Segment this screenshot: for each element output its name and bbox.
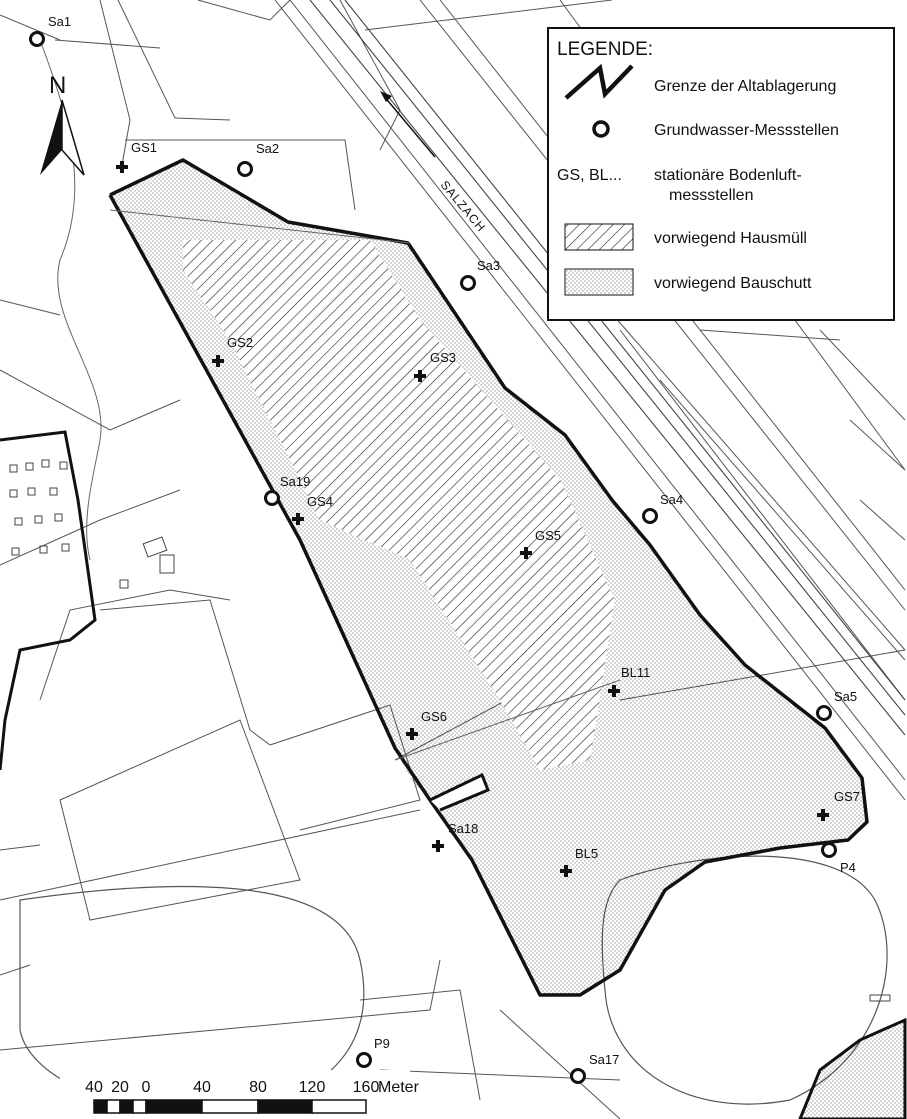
scale-segment <box>201 1099 259 1114</box>
well-label: Sa5 <box>834 689 857 704</box>
inner-divider <box>109 209 411 244</box>
scale-segment <box>311 1099 367 1114</box>
inner-divider-2 <box>394 679 621 761</box>
north-arrow: N <box>40 72 85 176</box>
scale-tick-label: 0 <box>142 1079 151 1096</box>
legend-label-boundary: Grenze der Altablagerung <box>654 78 836 95</box>
gas-station-gs2 <box>212 355 224 367</box>
village-buildings <box>9 459 891 1002</box>
well-labels: Sa1 Sa2 Sa3 Sa4 Sa5 Sa19 P4 P9 Sa17 <box>48 14 857 1067</box>
well-p9 <box>356 1052 372 1068</box>
bottom-right-area <box>798 1017 907 1119</box>
scale-segments <box>93 1099 367 1114</box>
legend-title: LEGENDE: <box>557 39 653 60</box>
altablagerung-boundary <box>108 158 869 997</box>
dots-swatch-icon <box>564 268 634 296</box>
well-markers <box>29 31 837 1084</box>
gas-station-markers <box>116 161 829 877</box>
well-sa17 <box>570 1068 586 1084</box>
river-label: SALZACH <box>438 178 489 235</box>
scale-tick-label: 40 <box>193 1079 211 1096</box>
scale-unit-label: Meter <box>378 1079 420 1096</box>
well-sa3 <box>460 275 476 291</box>
gas-station-labels: GS1 GS2 GS3 GS4 GS5 GS6 GS7 BL11 BL5 Sa1… <box>131 140 860 861</box>
gas-station-gs6 <box>406 728 418 740</box>
gas-station-label: GS3 <box>430 350 456 365</box>
well-sa2 <box>237 161 253 177</box>
well-label: Sa17 <box>589 1052 619 1067</box>
well-label: Sa19 <box>280 474 310 489</box>
scale-segment <box>145 1099 203 1114</box>
left-boundary-line <box>0 430 97 771</box>
scale-tick-label: 40 <box>85 1079 103 1096</box>
well-p4 <box>821 842 837 858</box>
gas-station-label: GS5 <box>535 528 561 543</box>
scale-segment <box>132 1099 147 1114</box>
scale-tick-label: 120 <box>299 1079 326 1096</box>
creek <box>39 39 102 561</box>
building-notch <box>429 772 490 812</box>
gas-station-label: GS4 <box>307 494 333 509</box>
legend-label-stations-2: messstellen <box>669 187 753 204</box>
legend-label-wells: Grundwasser-Messstellen <box>654 122 839 139</box>
well-label: P4 <box>840 860 856 875</box>
gas-station-bl11 <box>608 685 620 697</box>
gas-station-label: Sa18 <box>448 821 478 836</box>
scale-tick-label: 160 <box>353 1079 380 1096</box>
well-label: P9 <box>374 1036 390 1051</box>
flow-arrow-icon <box>382 94 436 158</box>
gas-station-sa18 <box>432 840 444 852</box>
well-sa5 <box>816 705 832 721</box>
well-label: Sa3 <box>477 258 500 273</box>
scale-tick-label: 20 <box>111 1079 129 1096</box>
gas-station-label: BL11 <box>621 665 650 680</box>
scale-segment <box>257 1099 313 1114</box>
legend-symbol-text: GS, BL... <box>557 167 622 184</box>
well-label: Sa4 <box>660 492 683 507</box>
gas-station-gs5 <box>520 547 532 559</box>
boundary-line-icon <box>564 63 634 100</box>
scale-tick-label: 80 <box>249 1079 267 1096</box>
well-sa19 <box>264 490 280 506</box>
well-label: Sa2 <box>256 141 279 156</box>
legend-label-stations: stationäre Bodenluft- <box>654 167 802 184</box>
legend-label-bauschutt: vorwiegend Bauschutt <box>654 275 812 292</box>
gas-station-gs4 <box>292 513 304 525</box>
legend: LEGENDE: Grenze der Altablagerung Grundw… <box>547 27 895 321</box>
scale-segment <box>106 1099 121 1114</box>
scale-segment <box>93 1099 108 1114</box>
legend-label-hausmuell: vorwiegend Hausmüll <box>654 230 807 247</box>
gas-station-label: BL5 <box>575 846 598 861</box>
salzach-river <box>309 0 906 736</box>
gas-station-gs1 <box>116 161 128 173</box>
gas-station-gs3 <box>414 370 426 382</box>
scale-segment <box>119 1099 134 1114</box>
gas-station-label: GS7 <box>834 789 860 804</box>
gas-station-gs7 <box>817 809 829 821</box>
well-sa1 <box>29 31 45 47</box>
river-annotation: SALZACH <box>380 91 489 235</box>
well-label: Sa1 <box>48 14 71 29</box>
gas-station-label: GS2 <box>227 335 253 350</box>
hatch-swatch-icon <box>564 223 634 251</box>
gas-station-label: GS6 <box>421 709 447 724</box>
gas-station-label: GS1 <box>131 140 157 155</box>
well-sa4 <box>642 508 658 524</box>
gas-station-bl5 <box>560 865 572 877</box>
north-label: N <box>49 72 66 99</box>
north-arrow-icon <box>40 100 62 175</box>
well-symbol-icon <box>592 120 610 138</box>
